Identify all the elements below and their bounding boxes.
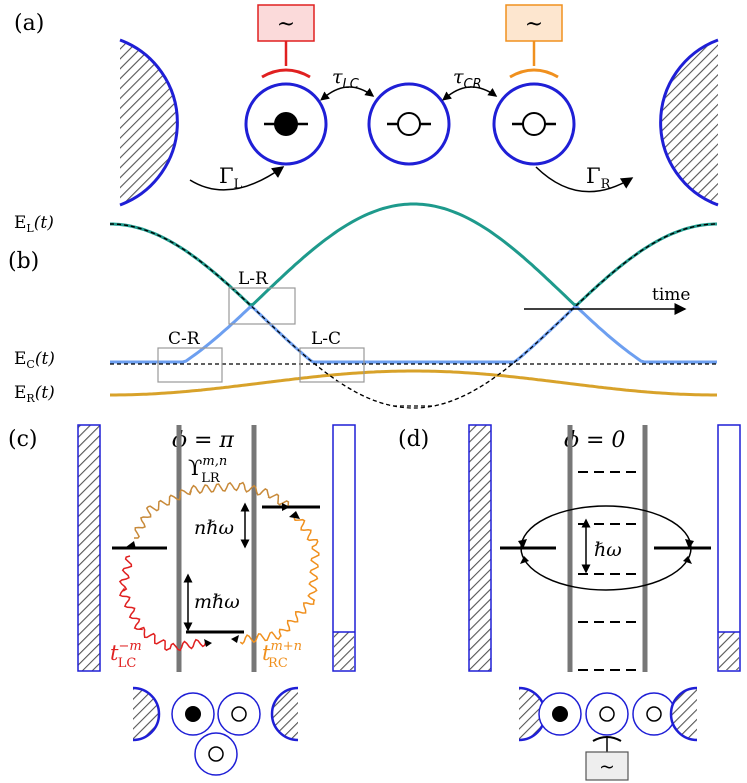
c-mini-left-lead-edge [132,686,161,742]
left-source-symbol: ~ [277,12,295,37]
box-lc [299,347,365,383]
curve-right-energy [110,369,717,397]
panel-b: (b) EL(t) EC(t) ER(t) L-R C-R L-C time [8,202,717,409]
d-arrowhead-right-low [683,556,692,564]
c-mini-right-empty [231,706,247,722]
left-ac-source [257,4,315,42]
right-lead-bar-filled [334,632,354,670]
phase-c-label: ϕ = π [172,428,234,453]
m-hw-label: mℏω [194,591,240,613]
tau-lc-label: τLC [332,66,360,92]
d-left-lead-bar [468,424,492,672]
left-lead-bar [77,424,101,672]
panel-b-label: (b) [8,249,39,274]
d-hw-label: ℏω [594,539,622,561]
panel-a: (a) ~ ~ τLC τCR ΓL [14,4,719,207]
left-lead-edge [119,38,179,207]
d-mini-ac-source [585,751,629,781]
el-label: EL(t) [14,213,54,235]
d-mini-right-lead-edge [669,686,698,742]
c-mini-right-lead-edge [270,686,299,742]
left-gate [261,68,311,79]
curve-left-energy [110,202,717,307]
d-right-lead-bar [717,424,741,672]
right-lead-edge [659,38,719,207]
box-lc-label: L-C [311,329,341,349]
wavy-upsilon [134,481,290,539]
d-mini-left-lead [519,688,545,740]
curve-center-energy [110,305,717,364]
arrowhead-left-level [126,541,136,549]
gamma-l-label: ΓL [219,164,243,192]
box-lr-label: L-R [238,269,269,289]
arrowhead-right-level [282,503,290,511]
left-dot-electron [274,112,298,136]
center-dot-empty [397,112,421,136]
d-mini-right-lead [671,688,697,740]
er-label: ER(t) [14,383,55,405]
d-arrowhead-left [518,539,527,549]
curve-right-diabatic [110,223,717,407]
curve-left-diabatic [110,223,717,409]
d-arrowhead-left-low [520,556,529,564]
box-lr [228,287,296,325]
arrowhead-right-level-in [289,511,300,519]
right-lead-bar [332,424,356,672]
d-ellipse [520,505,692,591]
left-lead [120,40,178,205]
right-ac-source [505,4,563,42]
gamma-r-label: ΓR [586,164,612,192]
phase-d-label: ϕ = 0 [564,428,625,453]
wavy-t-rc [239,514,320,645]
c-mini-left-lead [133,688,159,740]
time-label: time [652,285,690,305]
right-source-symbol: ~ [525,12,543,37]
ec-label: EC(t) [14,349,55,371]
arrowhead-center-level [204,639,212,647]
arrowhead-center-level-2 [231,635,239,643]
box-cr-label: C-R [168,329,201,349]
d-mini-right-empty [646,706,662,722]
right-lead [660,40,718,205]
tau-cr-arrow [442,86,498,101]
n-hw-label: nℏω [194,517,234,539]
d-mini-center-empty [599,706,615,722]
gamma-r-arrow [535,166,634,193]
panel-d-label: (d) [398,427,429,452]
c-mini-left-electron [185,706,201,722]
panel-c-label: (c) [8,427,38,452]
c-mini-center-empty [208,746,224,762]
wavy-t-lc [118,555,207,652]
d-sidebands [578,471,640,671]
box-cr [157,347,223,383]
tau-cr-label: τCR [453,66,482,92]
panel-a-label: (a) [14,11,44,36]
d-mini-left-electron [552,706,568,722]
panel-d: (d) ϕ = 0 ℏω [398,424,741,781]
d-right-lead-bar-filled [719,632,739,670]
c-mini-right-lead [272,688,298,740]
d-mini-source-symbol: ~ [599,756,615,778]
tau-lc-arrow [320,86,375,101]
right-dot-empty [522,112,546,136]
gamma-l-arrow [189,166,285,191]
right-gate [509,68,559,79]
d-arrowhead-right [685,539,694,549]
